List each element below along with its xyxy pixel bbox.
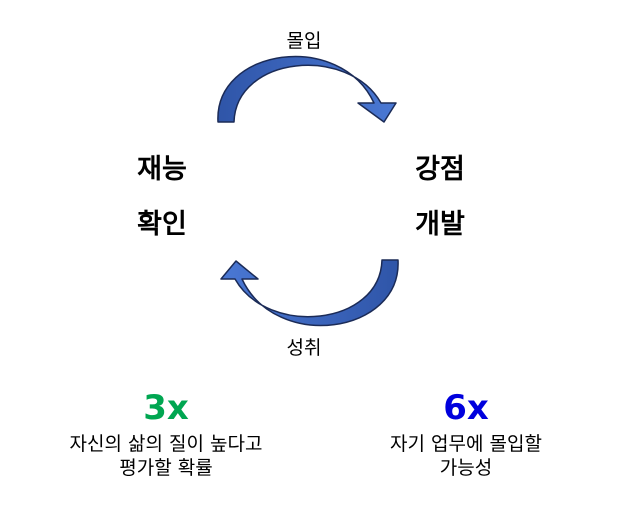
right-node-line1: 강점 (415, 154, 465, 185)
cycle-bottom-label: 성취 (286, 337, 322, 359)
left-node: 재능 확인 (102, 142, 222, 252)
left-node-line1: 재능 (137, 154, 187, 185)
stat-value: 3x (143, 388, 189, 428)
stat-card-right: 6x 자기 업무에 몰입할 가능성 (316, 388, 616, 480)
right-node: 강점 개발 (380, 142, 500, 252)
right-node-line2: 개발 (415, 209, 465, 240)
stat-desc-line1: 자기 업무에 몰입할 (390, 433, 542, 455)
cycle-top-label: 몰입 (286, 30, 322, 52)
left-node-line2: 확인 (137, 209, 187, 240)
stat-card-left: 3x 자신의 삶의 질이 높다고 평가할 확률 (16, 388, 316, 480)
stat-desc-line2: 가능성 (439, 457, 493, 479)
stat-desc-line1: 자신의 삶의 질이 높다고 (69, 433, 263, 455)
bottom-curved-arrow (220, 259, 399, 327)
top-curved-arrow (217, 55, 397, 123)
stat-value: 6x (443, 388, 489, 428)
stat-desc-line2: 평가할 확률 (119, 457, 213, 479)
